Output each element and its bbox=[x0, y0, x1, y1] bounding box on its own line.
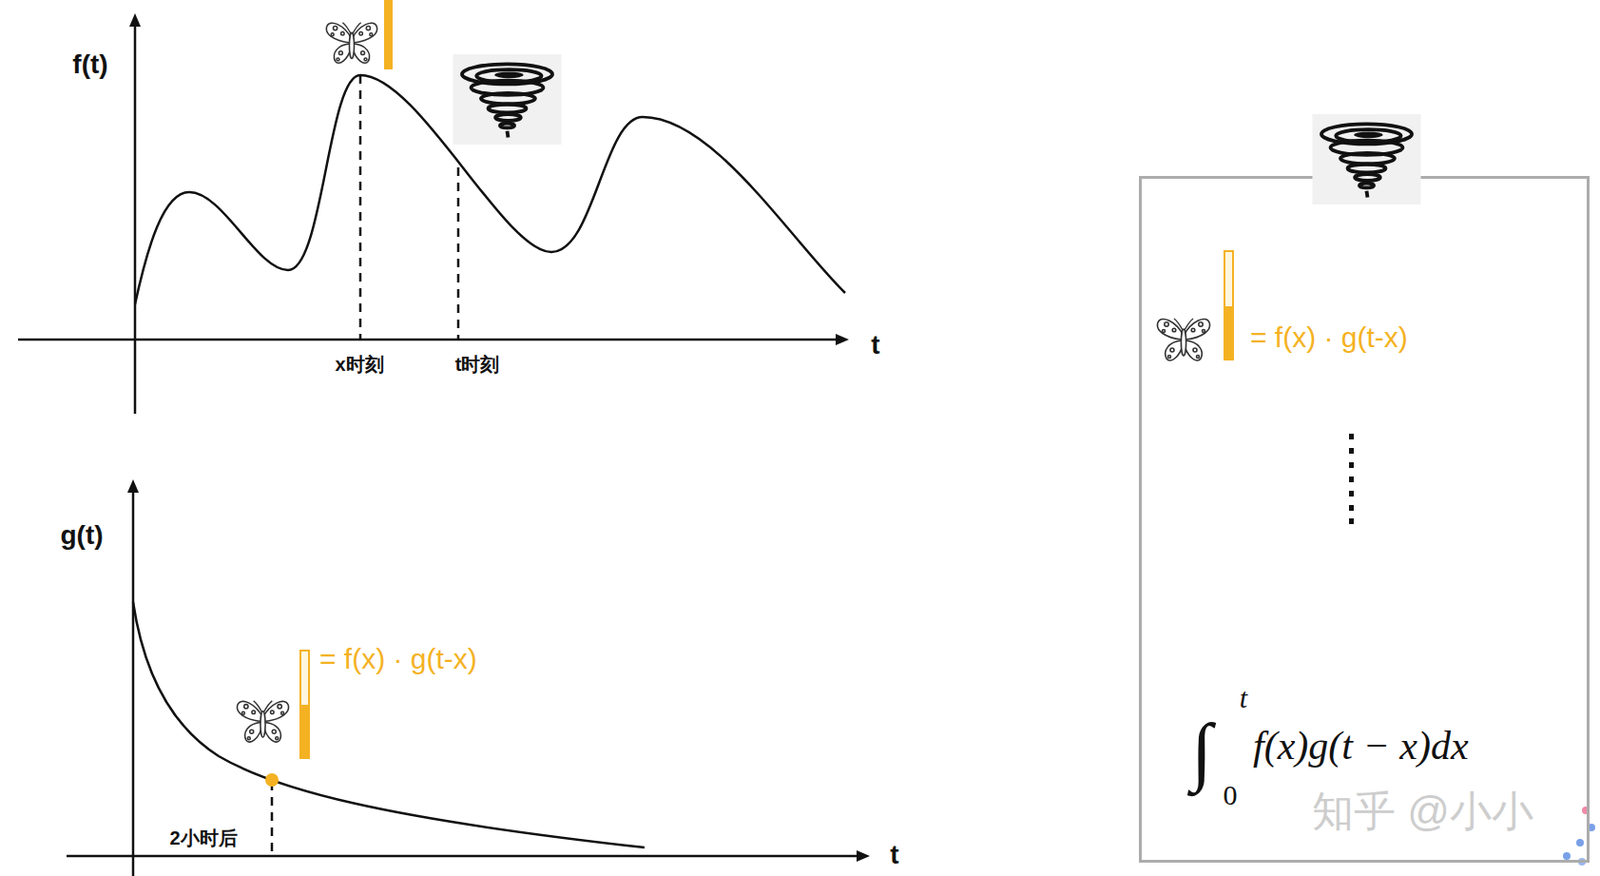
ellipsis-dots bbox=[1349, 433, 1354, 524]
integral-formula: f(x)g(t − x)dx bbox=[1253, 723, 1469, 768]
impact-bar bbox=[1224, 306, 1234, 360]
tornado-icon bbox=[1312, 114, 1422, 205]
bottom-axes bbox=[66, 486, 863, 876]
time-label: x时刻 bbox=[334, 353, 384, 375]
y-axis bbox=[134, 20, 137, 414]
butterfly-icon bbox=[1156, 318, 1210, 361]
formula-label: = f(x) · g(t-x) bbox=[1250, 321, 1408, 353]
impact-bar-frame bbox=[300, 650, 309, 758]
x-axis bbox=[66, 854, 863, 858]
axis-label: t bbox=[870, 330, 880, 361]
y-axis bbox=[132, 486, 135, 876]
axis-label: t bbox=[889, 840, 899, 870]
impact-bar bbox=[384, 0, 393, 70]
watermark: 知乎 @小小 bbox=[1311, 788, 1534, 834]
panel-box: = f(x) · g(t-x) ∫ t 0 f(x)g(t − x)dx bbox=[1138, 175, 1590, 863]
integral-limit: 0 bbox=[1223, 778, 1238, 810]
g-curve bbox=[133, 601, 645, 848]
butterfly-icon bbox=[237, 700, 290, 742]
axis-arrow bbox=[835, 333, 849, 346]
time-label: 2小时后 bbox=[169, 827, 237, 849]
top-axes bbox=[18, 20, 842, 414]
axis-label: g(t) bbox=[59, 520, 103, 551]
formula-label: = f(x) · g(t-x) bbox=[319, 642, 478, 675]
axis-arrow bbox=[129, 13, 141, 27]
axis-arrow bbox=[856, 849, 870, 862]
dashed-marker bbox=[360, 75, 459, 340]
integral-limit: t bbox=[1239, 681, 1248, 714]
butterfly-icon bbox=[326, 22, 377, 64]
time-label: t时刻 bbox=[455, 353, 501, 375]
corner-dots bbox=[1562, 806, 1596, 866]
tornado-icon bbox=[453, 54, 562, 145]
x-axis bbox=[18, 338, 842, 342]
curve-point bbox=[265, 772, 279, 787]
tornado-icon bbox=[1309, 114, 1425, 205]
axis-arrow bbox=[127, 479, 139, 493]
impact-bar bbox=[300, 704, 309, 758]
integral-sign: ∫ bbox=[1191, 708, 1213, 792]
axis-label: f(t) bbox=[72, 50, 108, 80]
dashed-marker bbox=[270, 781, 274, 856]
impact-bar-frame bbox=[1224, 250, 1234, 360]
